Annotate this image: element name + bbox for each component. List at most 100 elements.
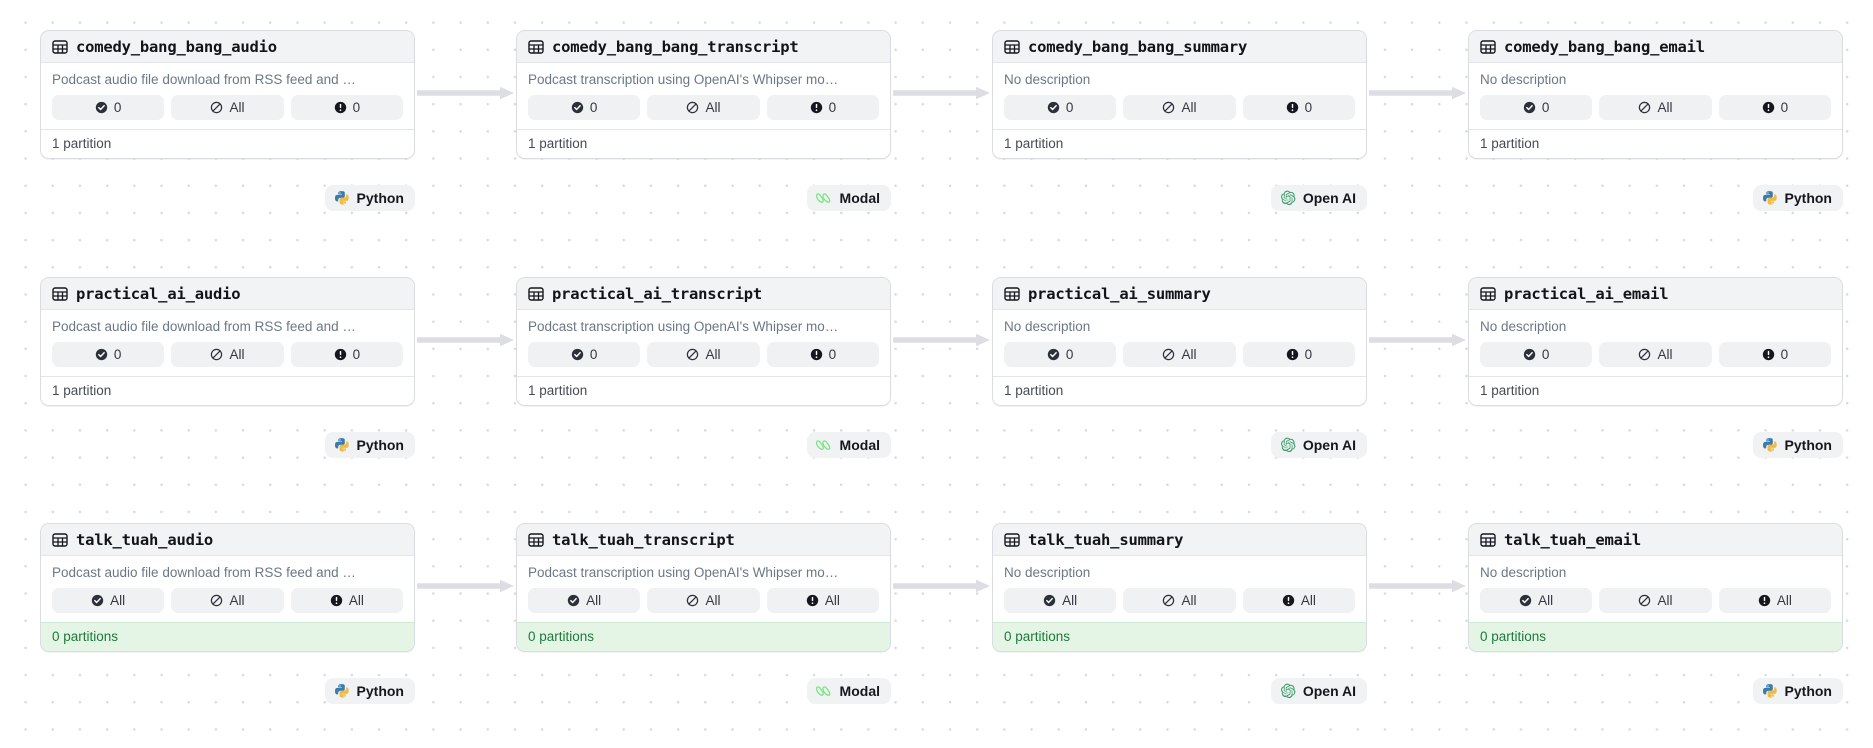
asset-badge-checks[interactable]: All: [1599, 588, 1712, 613]
asset-kind-tag-python[interactable]: Python: [324, 678, 415, 704]
asset-badge-failed[interactable]: All: [1242, 588, 1355, 613]
asset-badge-materialized[interactable]: All: [1004, 588, 1117, 613]
asset-kind-tag-modal[interactable]: Modal: [806, 185, 891, 211]
asset-badge-materialized[interactable]: 0: [1004, 95, 1117, 120]
asset-card-header[interactable]: talk_tuah_email: [1469, 524, 1842, 556]
asset-card-header[interactable]: comedy_bang_bang_transcript: [517, 31, 890, 63]
asset-badge-failed[interactable]: 0: [1718, 95, 1831, 120]
asset-partition-footer[interactable]: 1 partition: [41, 376, 414, 405]
asset-badge-checks[interactable]: All: [647, 588, 760, 613]
asset-badge-materialized[interactable]: 0: [52, 95, 165, 120]
asset-card-header[interactable]: practical_ai_transcript: [517, 278, 890, 310]
check-circle-icon: [1047, 348, 1060, 361]
asset-badge-checks[interactable]: All: [171, 588, 284, 613]
asset-badge-materialized[interactable]: All: [52, 588, 165, 613]
asset-card-header[interactable]: comedy_bang_bang_summary: [993, 31, 1366, 63]
asset-partition-footer[interactable]: 1 partition: [993, 129, 1366, 158]
asset-badge-failed[interactable]: 0: [766, 95, 879, 120]
asset-badge-value: 0: [589, 347, 598, 362]
asset-badge-materialized[interactable]: 0: [528, 342, 641, 367]
asset-partition-footer[interactable]: 0 partitions: [993, 622, 1366, 651]
asset-badge-materialized[interactable]: All: [1480, 588, 1593, 613]
asset-card-header[interactable]: talk_tuah_transcript: [517, 524, 890, 556]
asset-badge-checks[interactable]: All: [1123, 588, 1236, 613]
asset-card-header[interactable]: practical_ai_audio: [41, 278, 414, 310]
asset-partition-footer[interactable]: 1 partition: [517, 129, 890, 158]
asset-partition-footer[interactable]: 1 partition: [41, 129, 414, 158]
asset-badge-checks[interactable]: All: [647, 95, 760, 120]
asset-kind-tag-python[interactable]: Python: [324, 185, 415, 211]
asset-partition-footer[interactable]: 1 partition: [517, 376, 890, 405]
asset-badge-checks[interactable]: All: [647, 342, 760, 367]
asset-partition-footer[interactable]: 1 partition: [993, 376, 1366, 405]
asset-card-header[interactable]: talk_tuah_summary: [993, 524, 1366, 556]
asset-badge-failed[interactable]: All: [1718, 588, 1831, 613]
asset-kind-tag-open-ai[interactable]: Open AI: [1270, 678, 1367, 704]
asset-card-header[interactable]: comedy_bang_bang_audio: [41, 31, 414, 63]
asset-kind-tag-open-ai[interactable]: Open AI: [1270, 432, 1367, 458]
asset-badge-materialized[interactable]: 0: [528, 95, 641, 120]
asset-partition-footer[interactable]: 0 partitions: [517, 622, 890, 651]
asset-card-header[interactable]: practical_ai_summary: [993, 278, 1366, 310]
asset-badge-materialized[interactable]: 0: [1004, 342, 1117, 367]
asset-badge-checks[interactable]: All: [171, 342, 284, 367]
asset-badge-checks[interactable]: All: [1599, 342, 1712, 367]
asset-badge-materialized[interactable]: All: [528, 588, 641, 613]
asset-badge-materialized[interactable]: 0: [52, 342, 165, 367]
asset-badge-materialized[interactable]: 0: [1480, 95, 1593, 120]
asset-badge-failed[interactable]: 0: [290, 95, 403, 120]
asset-badge-checks[interactable]: All: [1599, 95, 1712, 120]
asset-card-header[interactable]: comedy_bang_bang_email: [1469, 31, 1842, 63]
asset-kind-tag-python[interactable]: Python: [1752, 432, 1843, 458]
asset-kind-tag-modal[interactable]: Modal: [806, 678, 891, 704]
asset-kind-tag-python[interactable]: Python: [324, 432, 415, 458]
asset-partition-footer[interactable]: 1 partition: [1469, 376, 1842, 405]
asset-badge-failed[interactable]: All: [766, 588, 879, 613]
asset-card-header[interactable]: talk_tuah_audio: [41, 524, 414, 556]
asset-partition-footer[interactable]: 1 partition: [1469, 129, 1842, 158]
asset-kind-tag-modal[interactable]: Modal: [806, 432, 891, 458]
asset-kind-tag-open-ai[interactable]: Open AI: [1270, 185, 1367, 211]
asset-badge-failed[interactable]: 0: [1718, 342, 1831, 367]
asset-badge-failed[interactable]: 0: [766, 342, 879, 367]
asset-badge-failed[interactable]: 0: [290, 342, 403, 367]
asset-kind-tag-python[interactable]: Python: [1752, 185, 1843, 211]
asset-kind-tag-python[interactable]: Python: [1752, 678, 1843, 704]
asset-badge-failed[interactable]: 0: [1242, 95, 1355, 120]
asset-partition-footer[interactable]: 0 partitions: [1469, 622, 1842, 651]
asset-partition-footer[interactable]: 0 partitions: [41, 622, 414, 651]
asset-card-header[interactable]: practical_ai_email: [1469, 278, 1842, 310]
table-icon: [52, 40, 68, 54]
asset-badge-materialized[interactable]: 0: [1480, 342, 1593, 367]
asset-badge-failed[interactable]: All: [290, 588, 403, 613]
asset-badge-checks[interactable]: All: [1123, 95, 1236, 120]
asset-badge-checks[interactable]: All: [1123, 342, 1236, 367]
asset-badge-failed[interactable]: 0: [1242, 342, 1355, 367]
asset-badge-checks[interactable]: All: [171, 95, 284, 120]
